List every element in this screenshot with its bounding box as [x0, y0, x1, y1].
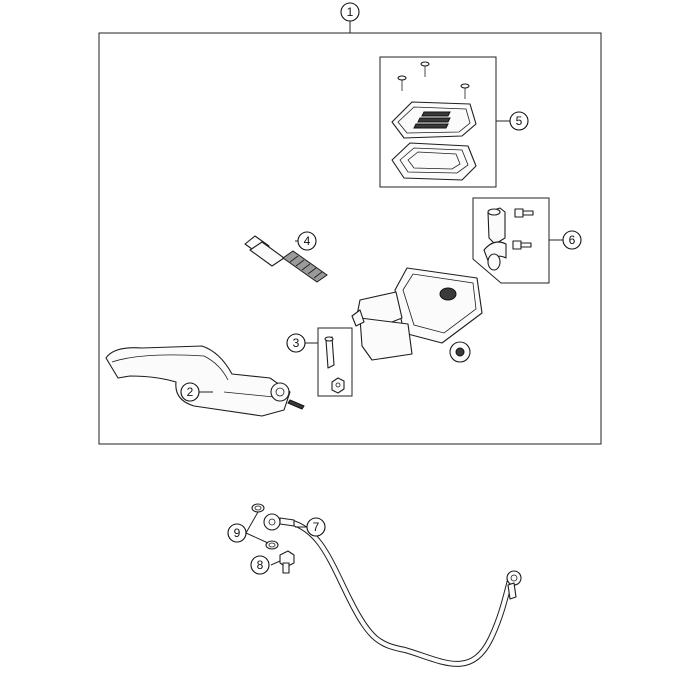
- callout-1: 1: [340, 2, 360, 22]
- sealing-rings: [251, 503, 279, 550]
- callout-8-label: 8: [257, 558, 264, 572]
- master-cylinder-body: [351, 267, 483, 363]
- callout-3-label: 3: [293, 336, 300, 350]
- reservoir-cover: [391, 101, 477, 139]
- reservoir-cap-box: [379, 56, 497, 188]
- callout-7-label: 7: [313, 520, 320, 534]
- reservoir-diaphragm: [391, 142, 477, 181]
- cap-screws: [397, 61, 470, 99]
- callout-7: 7: [306, 517, 326, 537]
- piston-kit: [244, 235, 328, 283]
- callout-6-label: 6: [569, 233, 576, 247]
- callout-5-label: 5: [516, 114, 523, 128]
- clamp-box: [472, 197, 550, 284]
- pivot-pin-and-nut: [324, 336, 345, 394]
- assembly-frame: [98, 32, 602, 445]
- clutch-hose: [263, 513, 522, 667]
- pin-kit-box: [317, 327, 353, 397]
- callout-1-label: 1: [347, 5, 354, 19]
- clamp-screws: [512, 208, 534, 250]
- callout-4-label: 4: [304, 234, 311, 248]
- callout-9-label: 9: [234, 526, 241, 540]
- callout-8: 8: [250, 555, 270, 575]
- callout-2: 2: [180, 382, 200, 402]
- handlebar-clamp: [483, 207, 507, 271]
- clutch-lever: [105, 345, 305, 417]
- banjo-bolt: [279, 550, 295, 574]
- callout-3: 3: [286, 333, 306, 353]
- callout-5: 5: [509, 111, 529, 131]
- callout-4: 4: [297, 231, 317, 251]
- callout-2-label: 2: [187, 385, 194, 399]
- callout-9: 9: [227, 523, 247, 543]
- callout-6: 6: [562, 230, 582, 250]
